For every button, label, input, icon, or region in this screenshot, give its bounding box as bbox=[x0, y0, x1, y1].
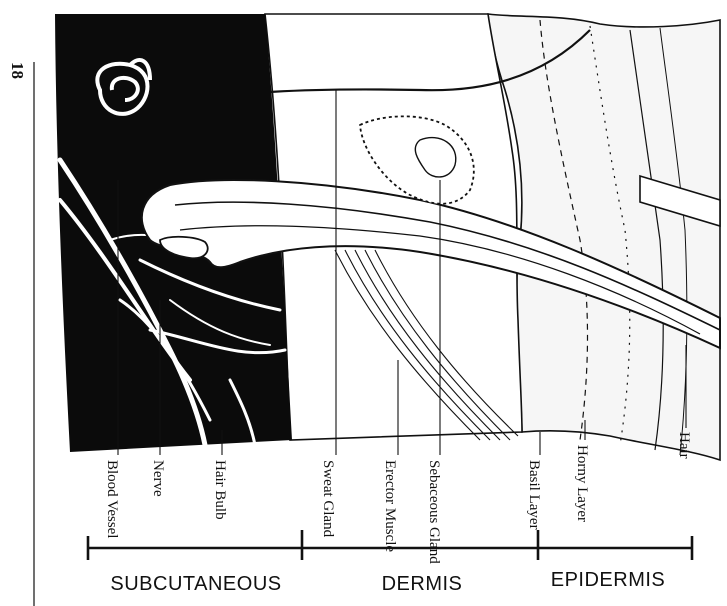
label-blood-vessel: Blood Vessel bbox=[104, 460, 120, 538]
label-nerve: Nerve bbox=[150, 460, 166, 497]
label-sweat-gland: Sweat Gland bbox=[320, 460, 336, 538]
label-hair-bulb: Hair Bulb bbox=[212, 460, 228, 520]
label-basil-layer: Basil Layer bbox=[526, 460, 542, 530]
page-number: 18 bbox=[8, 62, 27, 79]
section-epidermis: EPIDERMIS bbox=[551, 569, 666, 591]
label-horny-layer: Horny Layer bbox=[574, 445, 590, 522]
label-erector-muscle: Erector Muscle bbox=[382, 460, 398, 552]
label-hair: Hair bbox=[676, 432, 692, 459]
section-subcutaneous: SUBCUTANEOUS bbox=[110, 573, 281, 595]
section-dermis: DERMIS bbox=[382, 573, 463, 595]
